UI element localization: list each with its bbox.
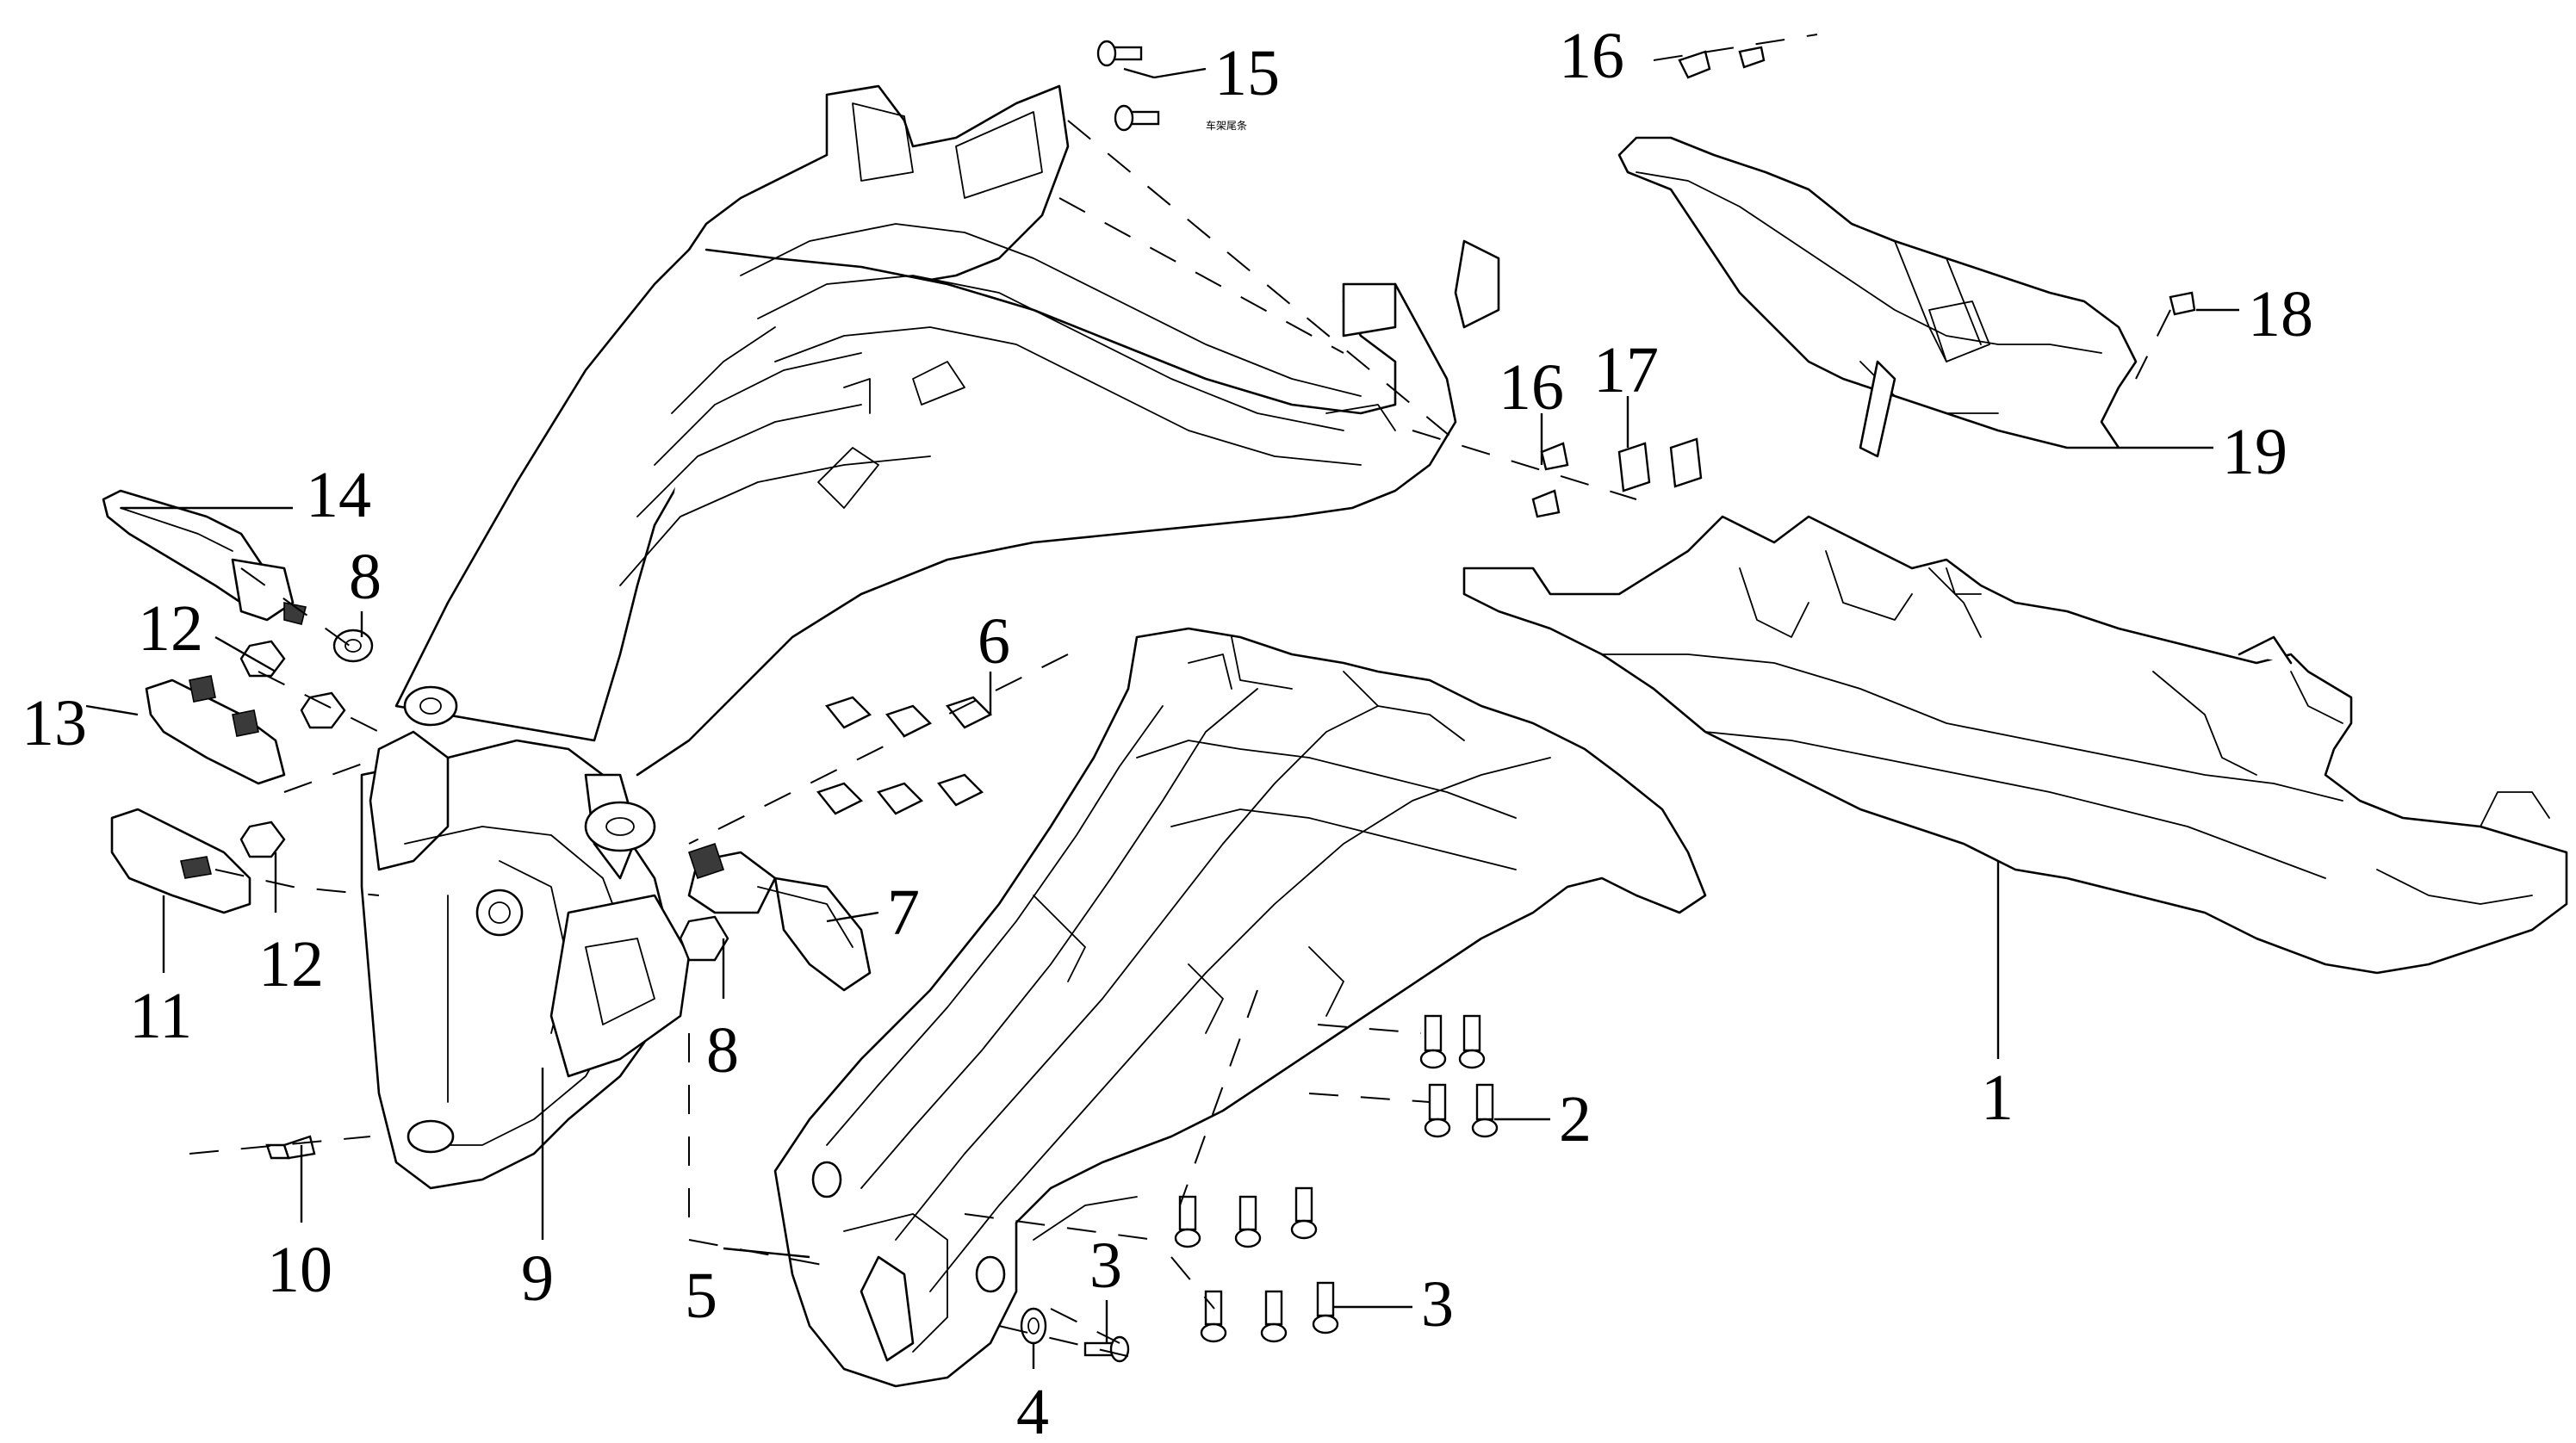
callout-11: 11 [129,980,192,1052]
callout-12-lower: 12 [258,928,324,1000]
rear-fender-part-5 [773,627,1707,1388]
callout-15: 15 [1214,37,1280,109]
fastener-group-3 [1083,1186,1339,1363]
callout-8-upper: 8 [349,541,382,613]
callout-19: 19 [2222,416,2287,488]
bolt-icon [1200,1290,1227,1343]
callout-10: 10 [267,1234,332,1306]
bolt-icon [1234,1195,1262,1248]
callout-14: 14 [306,459,371,531]
reflector-11 [110,808,251,914]
screws-16-mid [1531,442,1569,518]
bolt-icon [1174,1195,1201,1248]
turn-signal-14 [102,489,307,625]
washer-8-upper [332,629,374,663]
bolt-icon [1260,1290,1288,1343]
top-cover-part-19 [1617,136,2138,458]
callout-13: 13 [22,687,87,759]
callout-9: 9 [521,1242,554,1315]
callout-1: 1 [1981,1062,2014,1134]
callout-17: 17 [1593,334,1659,406]
nut-8-lower [679,915,729,962]
turn-signal-7 [687,842,872,992]
bolt-icon [1458,1014,1486,1069]
callout-18: 18 [2248,278,2313,350]
leader-lines [85,67,2239,1369]
screws-15 [1096,40,1160,132]
clip-nuts-6 [816,696,993,815]
callout-4: 4 [1016,1376,1049,1443]
callout-12-upper: 12 [138,592,203,665]
screw-10 [265,1135,316,1160]
rear-frame-part-9 [360,84,1500,1190]
callout-5: 5 [685,1260,717,1332]
callout-8-lower: 8 [706,1014,739,1087]
callout-3-lower: 3 [1421,1268,1454,1341]
parts-note-text: 车架尾条 [1206,119,1247,132]
bolt-icon [1419,1014,1447,1069]
reflector-13 [145,675,286,785]
callout-16-mid: 16 [1499,351,1564,424]
clip-nuts-17 [1617,437,1703,492]
assembly-dashed-lines [189,34,2171,1361]
rear-lower-cover-part-1 [1462,515,2568,975]
washer-4 [1020,1307,1047,1345]
callout-6: 6 [978,605,1010,678]
screws-16-top [1678,46,1766,79]
callout-16-top: 16 [1559,20,1624,92]
screw-18 [2169,291,2196,316]
bolt-icon [1312,1281,1339,1335]
callout-2: 2 [1559,1083,1592,1155]
fastener-group-2 [1419,1014,1499,1138]
nuts-12 [239,640,346,858]
callout-labels: 1 2 3 3 4 5 6 7 8 8 9 10 11 12 12 13 14 … [22,20,2313,1443]
callout-3-upper: 3 [1089,1229,1122,1302]
bolt-icon [1471,1083,1499,1138]
bolt-icon [1290,1186,1318,1240]
bolt-icon [1424,1083,1451,1138]
callout-7: 7 [887,876,920,949]
